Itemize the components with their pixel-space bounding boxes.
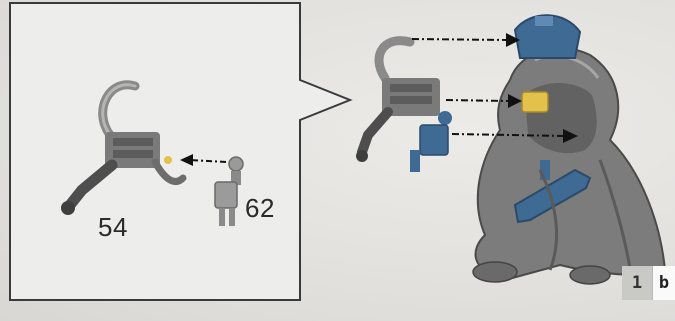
step-indicator: 1 b [622, 266, 675, 300]
step-sub-letter: b [652, 266, 675, 300]
part-label-54: 54 [98, 212, 128, 242]
step-number: 1 [622, 266, 652, 300]
part-label-62: 62 [245, 193, 275, 223]
